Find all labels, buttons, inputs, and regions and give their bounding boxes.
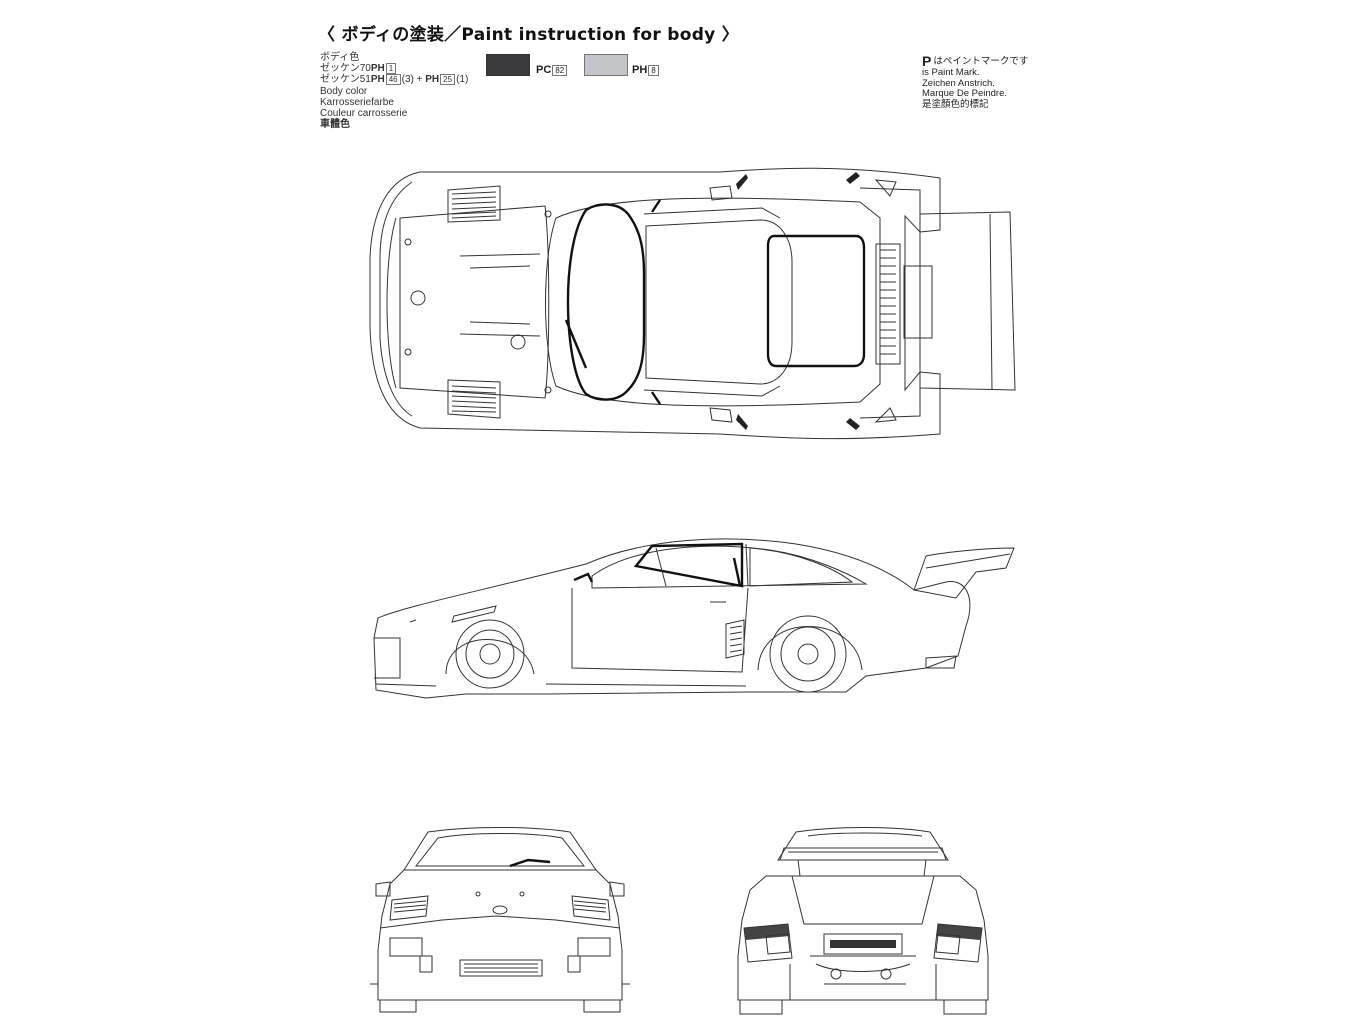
legend-line-6: Couleur carrosserie (320, 108, 408, 120)
paint-code-box: 25 (440, 74, 456, 86)
dark-gray-swatch (486, 54, 530, 76)
paint-mark: PH (370, 74, 385, 86)
car-top-view (360, 158, 1030, 448)
paint-code-box: 1 (385, 63, 397, 75)
legend-line-4: Body color (320, 85, 368, 97)
legend-line-7: 車體色 (320, 119, 350, 131)
rear-wing-top (920, 212, 1015, 390)
front-louvers-right (572, 896, 610, 920)
car-front-view (360, 824, 632, 1018)
rear-wing-back (780, 848, 946, 876)
paint-mark: PH (425, 74, 440, 86)
paint-code-box: 46 (385, 74, 401, 86)
front-louvers-top (448, 186, 500, 222)
page-title: 〈 ボディの塗装／Paint instruction for body 〉 (318, 25, 740, 45)
car-rear-view (726, 824, 998, 1018)
paint-mark: PH (370, 63, 385, 75)
light-gray-swatch (584, 54, 628, 76)
front-louvers-left (390, 896, 428, 920)
legend-line-5: Karrosseriefarbe (320, 96, 394, 108)
rear-wing-side (914, 548, 1014, 598)
front-louvers-bottom (448, 380, 500, 418)
paint-mark-icon: P (922, 53, 932, 69)
engine-grille (876, 244, 932, 364)
car-side-view (366, 528, 1026, 714)
legend-line-1: ボディ色 (320, 52, 360, 63)
